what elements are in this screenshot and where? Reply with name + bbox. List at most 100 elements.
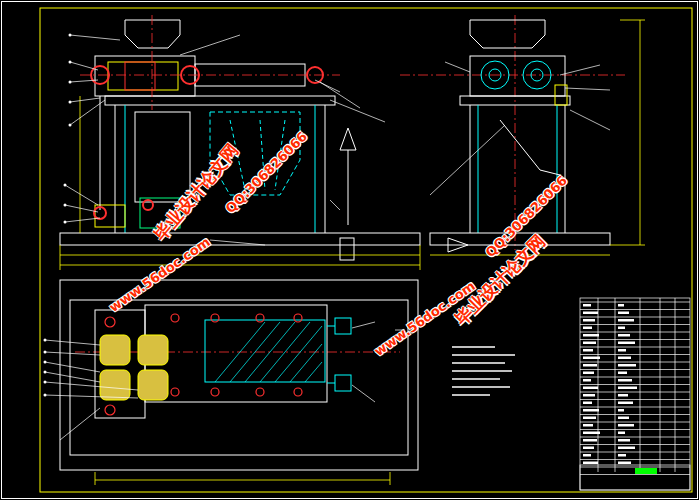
title-block-part	[580, 384, 690, 385]
technical-notes-part	[452, 362, 505, 364]
side-view-part	[460, 96, 570, 105]
title-block-part	[598, 298, 599, 472]
leader-dots-part	[69, 81, 72, 84]
title-block-part	[675, 298, 676, 472]
bolt-holes-part	[256, 314, 264, 322]
title-block-part	[583, 304, 591, 307]
dimension-lines-part	[640, 20, 641, 245]
leader-dots-part	[69, 34, 72, 37]
technical-notes-part	[452, 386, 510, 388]
title-block-part	[618, 432, 625, 435]
technical-notes	[452, 347, 515, 395]
leader-dots-part	[44, 381, 47, 384]
title-block-part	[580, 467, 690, 468]
title-block-part	[580, 339, 690, 340]
title-block-part	[583, 454, 591, 457]
top-view-part	[335, 318, 351, 334]
title-block-part	[583, 394, 595, 397]
title-block-part	[618, 454, 626, 457]
watermark: QQ:306826066	[222, 128, 309, 215]
title-block-part	[618, 447, 635, 450]
bolt-holes-part	[294, 314, 302, 322]
top-view-part	[95, 310, 145, 418]
title-block-part	[580, 414, 690, 415]
title-block-part	[618, 402, 633, 405]
front-view-part	[125, 62, 155, 90]
bolt-holes-part	[294, 388, 302, 396]
sheet-frame-part	[40, 8, 692, 492]
title-block-part	[580, 324, 690, 325]
top-view-part	[327, 383, 335, 384]
title-block-part	[618, 364, 636, 367]
top-view-bearings-part	[138, 335, 168, 365]
side-view-part	[481, 61, 509, 89]
title-block-part	[618, 439, 630, 442]
title-block-part	[618, 379, 632, 382]
title-block-part	[583, 424, 593, 427]
title-block-part	[580, 369, 690, 370]
leader-dots-part	[69, 124, 72, 127]
leader-dots-part	[44, 361, 47, 364]
title-block-part	[583, 417, 596, 420]
leader-dots-part	[64, 204, 67, 207]
bolt-holes-part	[171, 388, 179, 396]
bolt-holes	[105, 314, 302, 415]
title-block-part	[618, 424, 634, 427]
centre-lines-part	[80, 75, 340, 76]
title-block-part	[580, 429, 690, 430]
title-block-part	[583, 372, 594, 375]
front-view	[60, 20, 420, 260]
title-block-part	[618, 319, 634, 322]
front-view-part	[340, 128, 356, 150]
technical-notes-part	[452, 346, 495, 348]
top-view-part	[70, 300, 408, 455]
centre-lines	[75, 15, 625, 352]
title-block-part	[583, 319, 595, 322]
top-view-bearings	[100, 335, 168, 400]
title-block-part	[580, 347, 690, 348]
title-block-part	[618, 312, 629, 315]
title-block-part	[618, 372, 627, 375]
title-block-part	[618, 349, 626, 352]
title-block	[580, 298, 690, 490]
dimension-lines-part	[95, 480, 390, 481]
leader-lines-part	[430, 62, 610, 195]
leader-dots-part	[44, 394, 47, 397]
shaft-hatching-part	[215, 322, 322, 382]
title-block-part	[580, 392, 690, 393]
front-view-part	[108, 62, 178, 90]
title-block-part	[583, 447, 594, 450]
leader-lines	[45, 35, 610, 440]
title-block-part	[618, 387, 637, 390]
top-view-bearings-part	[138, 370, 168, 400]
side-view-part	[470, 20, 545, 48]
top-view-part	[205, 320, 325, 382]
title-block-part	[580, 444, 690, 445]
leader-dots	[44, 34, 72, 397]
title-block-part	[615, 298, 616, 472]
title-block-part	[583, 462, 598, 465]
side-view-part	[448, 238, 468, 252]
front-view-part	[95, 56, 195, 96]
top-view-bearings-part	[100, 370, 130, 400]
dimension-lines-part	[620, 20, 645, 21]
bearing-symbols-part	[94, 207, 106, 219]
title-block-part	[580, 298, 690, 490]
front-view-part	[105, 96, 335, 105]
title-block-part	[635, 468, 657, 474]
title-block-part	[583, 364, 597, 367]
dimension-lines	[60, 20, 645, 485]
side-view-part	[489, 69, 501, 81]
leader-dots-part	[44, 351, 47, 354]
technical-notes-part	[452, 370, 512, 372]
title-block-part	[618, 304, 624, 307]
side-view-part	[531, 69, 543, 81]
shaft-hatching	[215, 322, 322, 382]
title-block-part	[618, 357, 631, 360]
dimension-lines-part	[420, 245, 421, 270]
bolt-holes-part	[171, 314, 179, 322]
dimension-lines-part	[60, 245, 61, 270]
